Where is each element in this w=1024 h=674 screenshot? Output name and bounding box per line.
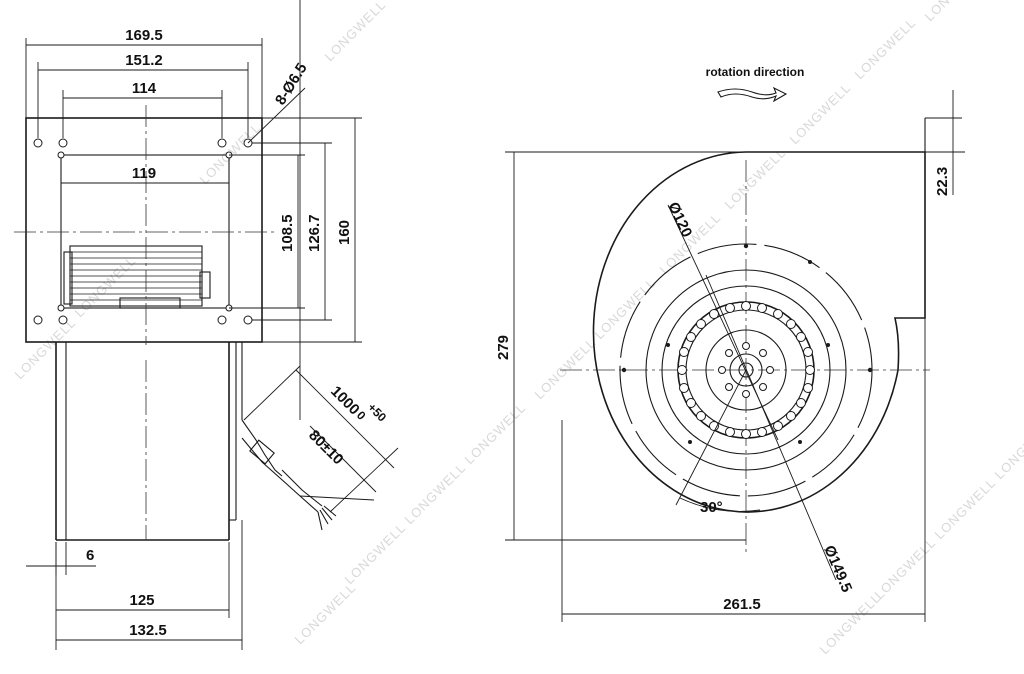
dim-label: 261.5 [723,596,761,613]
dim-label: 126.7 [306,214,323,252]
scroll-housing [592,151,926,513]
dim-label: 6 [86,547,94,564]
dim-label: 151.2 [125,52,163,69]
dim-label: Ø149.5 [820,543,855,595]
watermark: LONGWELL [592,275,659,342]
dim-width-holes-inner: 114 [62,80,223,138]
dim-flange-height: 160 [262,117,362,343]
dim-width-holes-outer: 151.2 [37,52,249,138]
watermark: LONGWELL [72,253,139,320]
hub-holes [718,342,774,398]
dim-label: 132.5 [129,622,167,639]
dim-label: 80±10 [305,427,346,468]
watermark: LONGWELL [817,590,884,657]
ring-marks [621,243,873,444]
dim-body-width-overall: 132.5 [56,520,243,650]
watermark: LONGWELL [402,460,469,527]
watermark: LONGWELL [12,315,79,382]
watermarks: LONGWELL LONGWELL LONGWELL LONGWELL LONG… [12,0,1024,657]
hub [729,353,763,387]
front-view: rotation direction [495,65,965,622]
dim-label: 30° [700,499,723,516]
impeller-side [63,245,211,309]
dim-width-overall: 169.5 [25,27,263,118]
watermark: LONGWELL [532,335,599,402]
dim-label: Ø120 [664,200,695,240]
shaft [738,362,754,378]
dim-outlet-height: 108.5 [229,154,305,309]
ring-149 [645,269,847,471]
dim-label: 108.5 [279,214,296,252]
dim-holes-vertical: 126.7 [252,142,332,321]
dim-label: 125 [129,592,154,609]
dim-label: 114 [132,80,157,97]
watermark: LONGWELL [992,415,1024,482]
dim-width-overall: 261.5 [561,318,926,622]
watermark: LONGWELL [787,80,854,147]
watermark: LONGWELL [462,400,529,467]
dim-angle: 30° [675,369,761,516]
dim-flange-offset: 22.3 [925,90,965,196]
dim-label: 279 [495,335,512,360]
watermark: LONGWELL [922,0,989,24]
watermark: LONGWELL [852,15,919,82]
watermark: LONGWELL [322,0,389,64]
dim-body-width: 125 [55,542,230,650]
dim-label: 160 [336,220,353,245]
dim-offset: 6 [26,542,96,575]
dim-label: 1000 [327,383,363,419]
flange-edge [924,117,962,152]
dim-height-overall: 279 [495,151,746,541]
rotation-label: rotation direction [706,65,805,79]
hub-ring [705,329,787,411]
watermark: LONGWELL [342,520,409,587]
dim-outlet-width: 119 [61,165,229,184]
housing-body [55,342,243,541]
ring-120 [661,285,831,455]
watermark: LONGWELL [292,580,359,647]
watermark: LONGWELL [932,475,999,542]
dim-label: 119 [132,165,156,182]
dim-label: 22.3 [934,167,951,196]
watermark: LONGWELL [872,535,939,602]
rotor-slots [677,301,815,439]
dim-label: 169.5 [125,27,163,44]
mounting-flange [25,117,263,343]
watermark: LONGWELL [722,145,789,212]
rotation-arrow-icon [717,86,788,103]
